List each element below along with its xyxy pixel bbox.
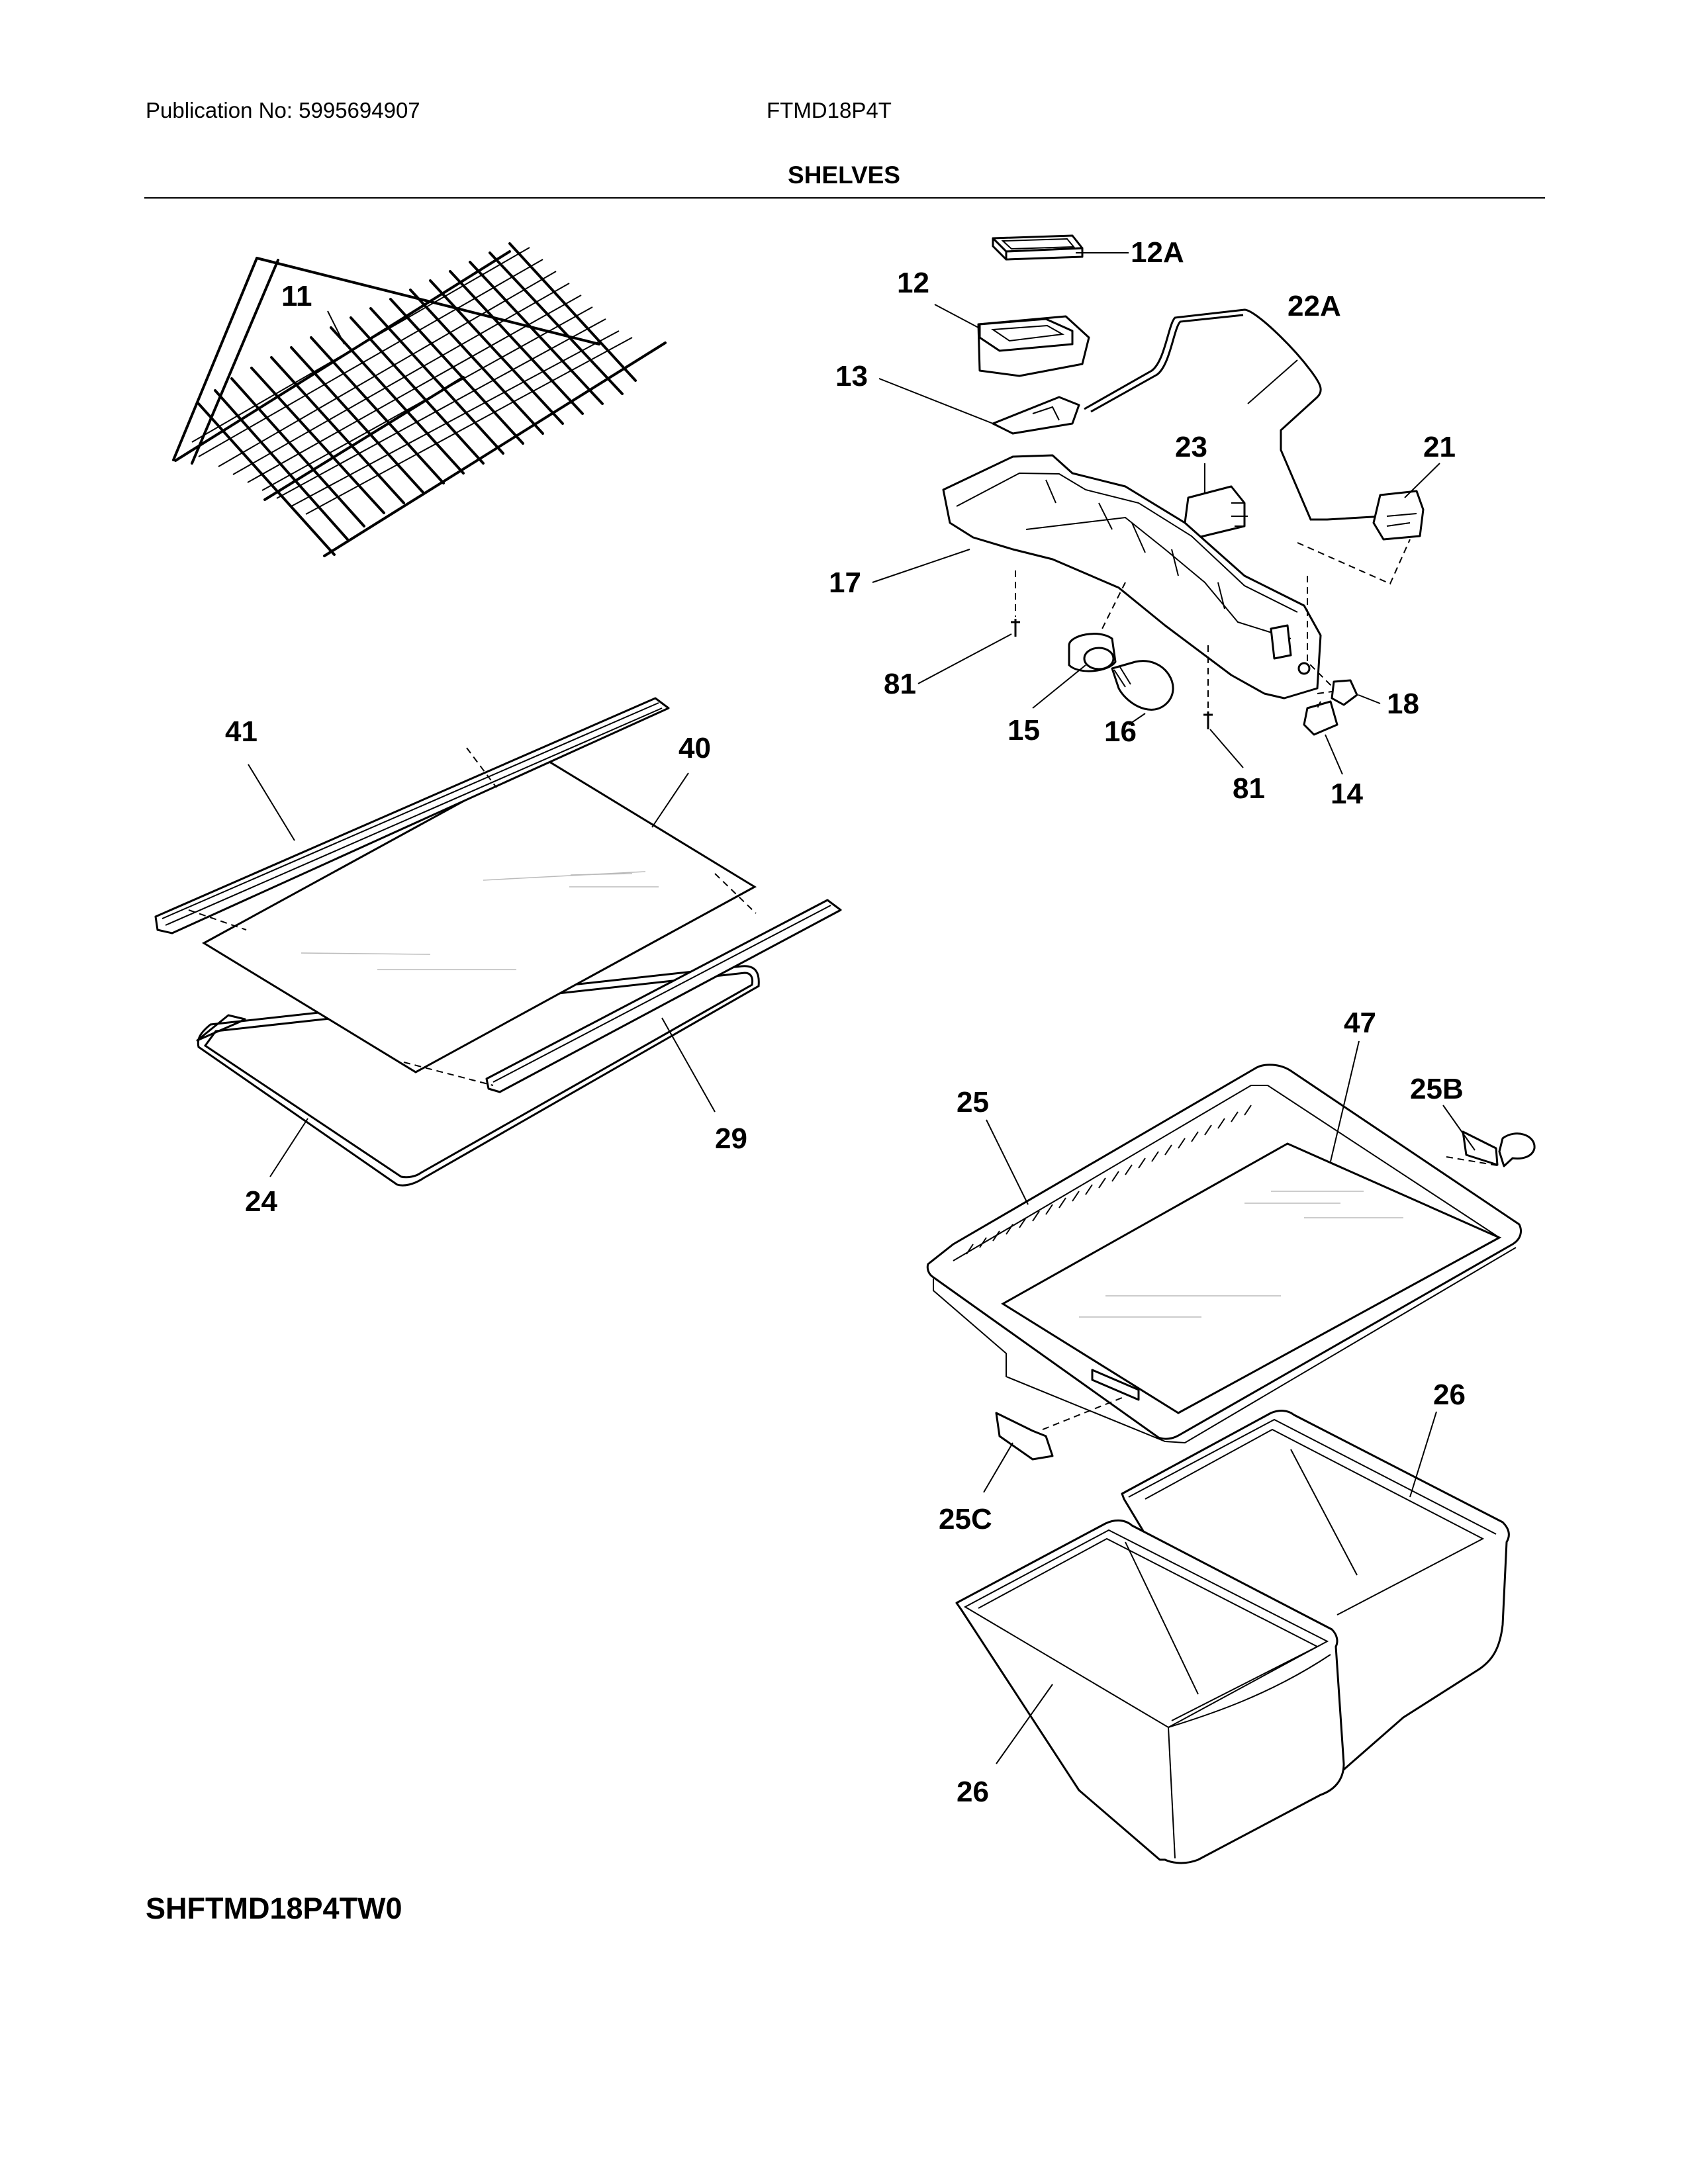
callout-14: 14 (1331, 778, 1363, 810)
publication-number: Publication No: 5995694907 (146, 98, 420, 122)
callout-25b: 25B (1410, 1073, 1464, 1105)
part-29-trim (485, 899, 842, 1093)
part-18 (1331, 679, 1358, 706)
callout-12a: 12A (1131, 236, 1184, 269)
drawer-back (1121, 1410, 1510, 1788)
wire-shelf-part-11 (172, 242, 667, 557)
header-divider (144, 197, 1545, 199)
part-40-glass (202, 756, 757, 1073)
callout-18: 18 (1387, 688, 1419, 720)
part-22a-harness (1084, 308, 1384, 521)
callout-26-front: 26 (957, 1776, 989, 1808)
crisper-drawers-part-26 (955, 1410, 1510, 1864)
part-25b (1462, 1130, 1499, 1166)
part-25c (995, 1412, 1054, 1461)
drawer-front (955, 1520, 1345, 1864)
callout-11: 11 (281, 280, 312, 312)
diagram-code: SHFTMD18P4TW0 (146, 1891, 402, 1925)
part-14 (1303, 700, 1338, 736)
part-16-bulb (1111, 660, 1174, 711)
callout-47: 47 (1344, 1007, 1376, 1039)
screw-81b (1203, 711, 1213, 729)
callout-24: 24 (245, 1185, 277, 1218)
callout-81-left: 81 (884, 668, 916, 700)
callout-12: 12 (897, 267, 929, 299)
callout-40: 40 (679, 732, 711, 764)
callout-15: 15 (1008, 714, 1040, 747)
callout-29: 29 (715, 1122, 747, 1155)
callout-13: 13 (835, 360, 868, 392)
callout-22a: 22A (1288, 290, 1341, 322)
callout-labels: 11 12A 12 22A 13 23 21 17 81 15 16 18 81… (225, 236, 1466, 1808)
part-17-housing (942, 454, 1322, 700)
screw-81a (1011, 619, 1020, 637)
model-number: FTMD18P4T (767, 98, 892, 122)
callout-26-back: 26 (1433, 1379, 1466, 1411)
callout-21: 21 (1423, 431, 1456, 463)
leader-lines (248, 252, 1476, 1764)
part-41-trim (154, 697, 670, 934)
part-13-bracket (992, 396, 1080, 435)
callout-25: 25 (957, 1086, 989, 1118)
callout-41: 41 (225, 715, 258, 748)
crisper-cover-assembly (926, 1064, 1536, 1461)
callout-23: 23 (1175, 431, 1207, 463)
part-24-frame (197, 965, 760, 1187)
light-housing-assembly (942, 234, 1425, 736)
section-title: SHELVES (788, 161, 900, 189)
callout-16: 16 (1104, 715, 1137, 748)
glass-shelf-assembly (154, 697, 842, 1187)
callout-81-right: 81 (1233, 772, 1265, 805)
callout-25c: 25C (939, 1503, 992, 1535)
callout-17: 17 (829, 567, 861, 599)
